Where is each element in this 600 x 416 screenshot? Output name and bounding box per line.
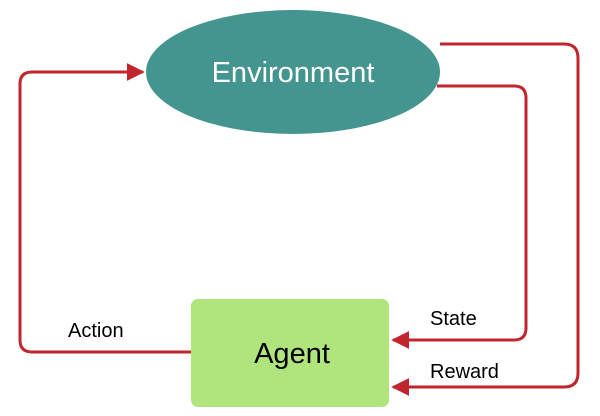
reward-label: Reward — [430, 361, 499, 383]
agent-label: Agent — [254, 338, 330, 370]
agent-node: Agent — [191, 299, 389, 407]
agent-box — [191, 299, 389, 407]
state-arrow — [391, 84, 528, 349]
environment-ellipse — [146, 10, 440, 134]
action-label: Action — [68, 320, 124, 342]
state-label: State — [430, 308, 477, 330]
action-arrow — [18, 63, 191, 354]
environment-label: Environment — [212, 57, 375, 89]
reward-arrow — [391, 42, 580, 396]
environment-node: Environment — [146, 10, 440, 134]
